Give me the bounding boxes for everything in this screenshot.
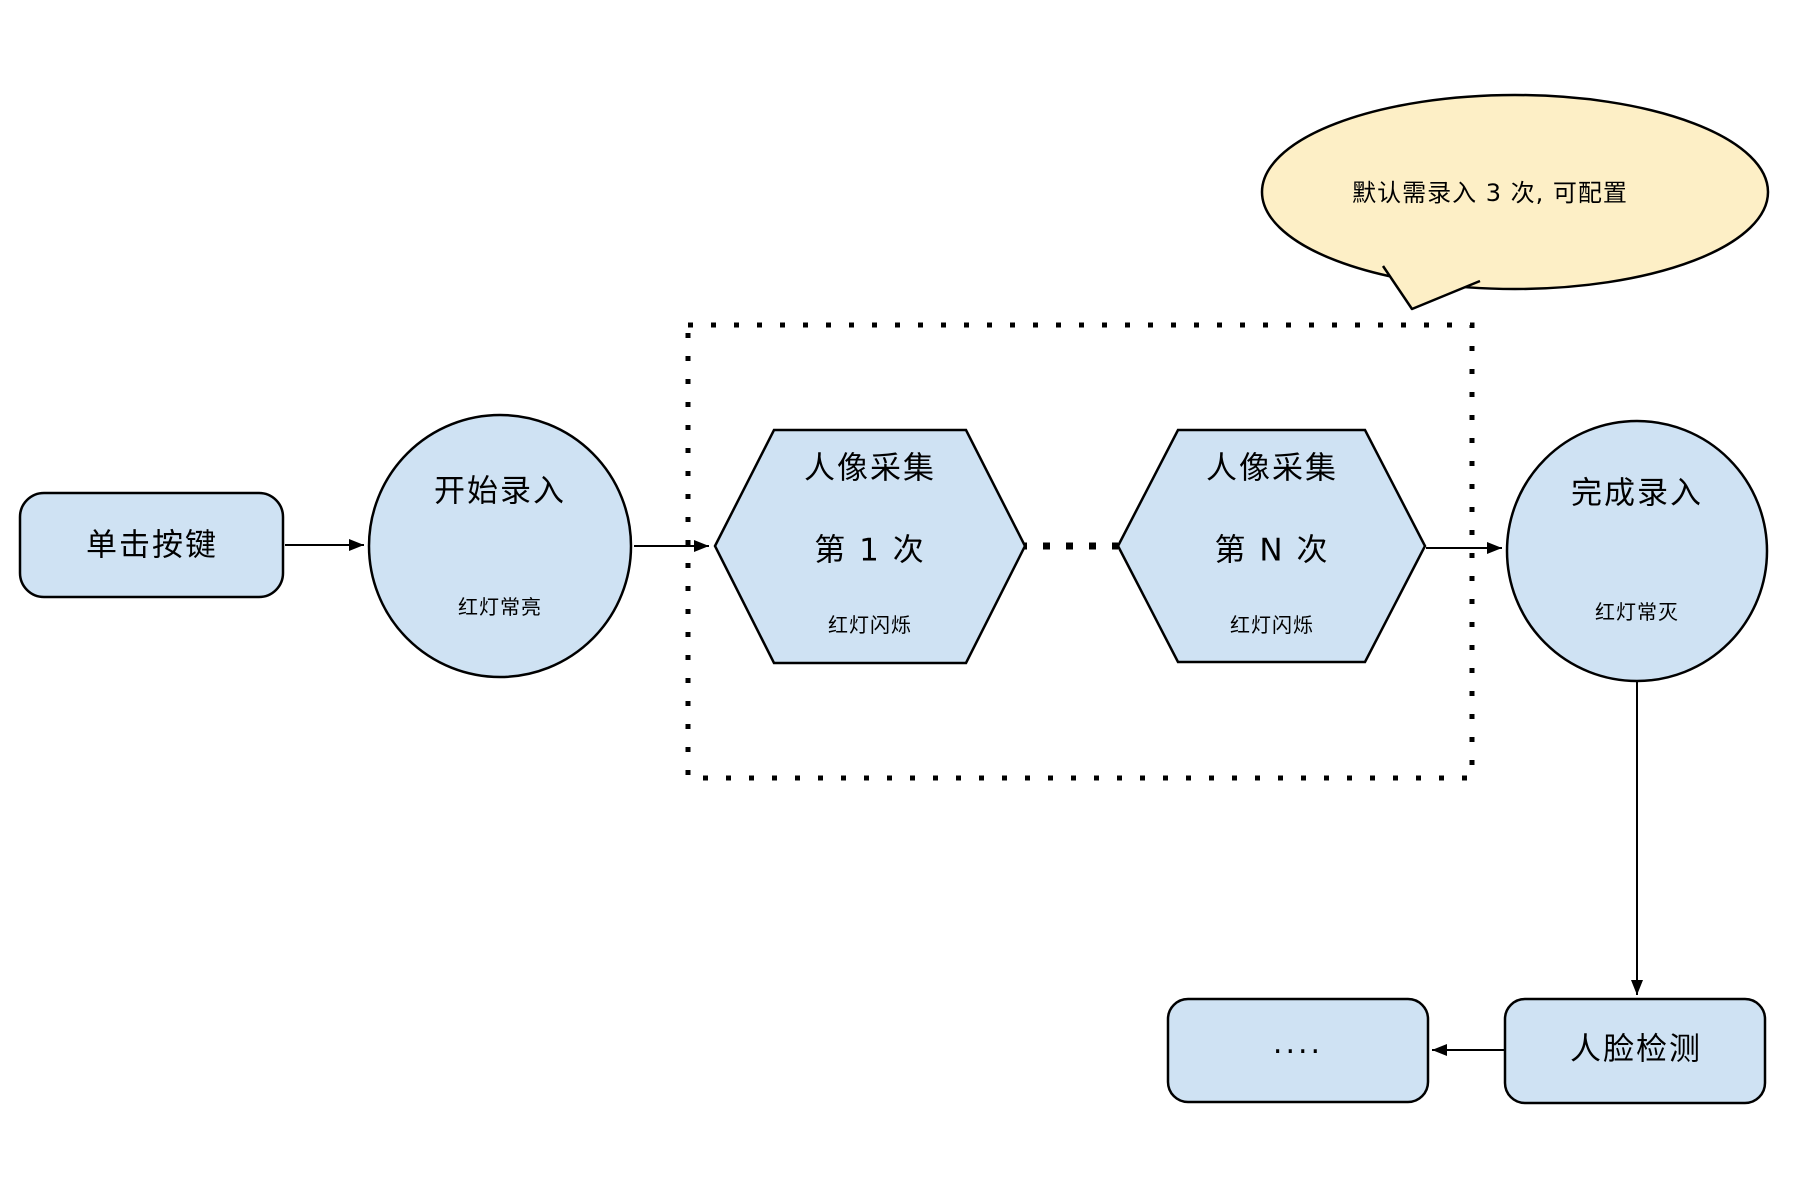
capture-1-count: 第 1 次 [814,532,926,569]
ellipsis-label: .... [1272,1026,1324,1061]
loop-group-dotted-border [685,322,1475,781]
finish-capture-circle [1505,419,1769,683]
capture-n-hexagon [1116,428,1427,664]
callout-bubble [1260,93,1770,311]
start-capture-label: 开始录入 [434,473,566,510]
capture-n-title: 人像采集 [1206,450,1338,487]
capture-1-hexagon [713,428,1027,665]
start-capture-circle [367,413,633,679]
capture-n-count: 第 N 次 [1214,532,1330,569]
callout-ellipse [1260,93,1770,291]
callout-tail [1381,265,1481,311]
finish-capture-label: 完成录入 [1571,475,1703,512]
click-button-label: 单击按键 [86,527,218,564]
face-detection-shape [1503,997,1767,1105]
ellipsis-shape [1166,997,1430,1104]
face-detection-label: 人脸检测 [1570,1031,1702,1068]
callout-text: 默认需录入 3 次, 可配置 [1352,179,1628,207]
start-capture-status: 红灯常亮 [458,595,542,619]
capture-n-status: 红灯闪烁 [1230,613,1314,637]
click-button-shape [18,491,285,599]
finish-capture-status: 红灯常灭 [1595,600,1679,624]
capture-1-title: 人像采集 [804,450,936,487]
capture-1-status: 红灯闪烁 [828,613,912,637]
